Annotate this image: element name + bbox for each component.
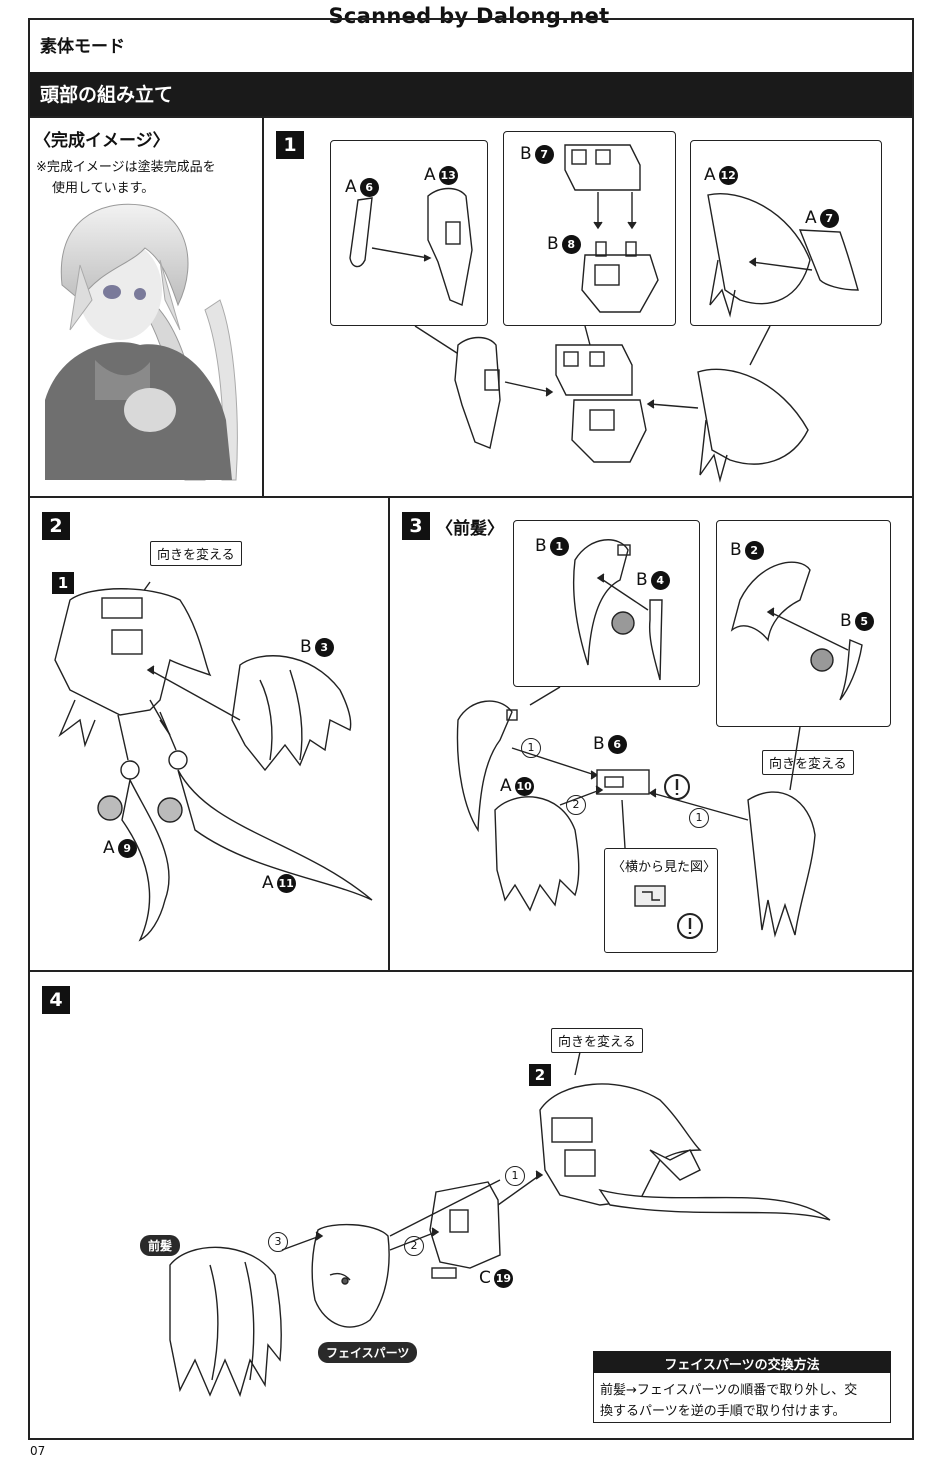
step4-turn-label: 向きを変える xyxy=(551,1028,643,1053)
step4-ref-step-badge: 2 xyxy=(529,1064,551,1086)
exchange-method-header xyxy=(593,1351,891,1373)
step3-side-view-label: 〈横から見た図〉 xyxy=(612,860,717,875)
order-2: 2 xyxy=(566,795,586,815)
completion-heading: 〈完成イメージ〉 xyxy=(34,131,170,151)
step4-order-1: 1 xyxy=(505,1166,525,1186)
step-4-badge: 4 xyxy=(42,986,70,1014)
step1-subbox-face-parts xyxy=(330,140,488,326)
step2-ref-step-badge: 1 xyxy=(52,572,74,594)
watermark: Scanned by Dalong.net xyxy=(328,4,610,28)
panel-step4 xyxy=(28,970,914,1440)
step3-subbox-bangs-right xyxy=(716,520,891,727)
step-1-badge: 1 xyxy=(276,131,304,159)
exchange-method-title: フェイスパーツの交換方法 xyxy=(664,1358,820,1373)
step3-side-view-box xyxy=(604,848,718,953)
step-3-badge: 3 xyxy=(402,512,430,540)
page-number: 07 xyxy=(30,1444,46,1458)
face-parts-label: フェイスパーツ xyxy=(318,1342,418,1363)
step4-order-2: 2 xyxy=(404,1236,424,1256)
step3-title: 〈前髪〉 xyxy=(436,519,504,539)
section-title: 頭部の組み立て xyxy=(40,84,174,106)
panel-step2 xyxy=(28,496,390,972)
step1-subbox-side-hair xyxy=(690,140,882,326)
step4-order-3: 3 xyxy=(268,1232,288,1252)
completion-note-1: ※完成イメージは塗装完成品を xyxy=(36,160,216,175)
step3-turn-label: 向きを変える xyxy=(762,750,854,775)
step-2-badge: 2 xyxy=(42,512,70,540)
section-bar xyxy=(28,72,912,118)
order-1-right: 1 xyxy=(689,808,709,828)
completion-note-2: 使用しています。 xyxy=(52,181,155,196)
mode-title: 素体モード xyxy=(40,37,125,57)
order-1-left: 1 xyxy=(521,738,541,758)
exchange-method-line-1: 前髪→フェイスパーツの順番で取り外し、交 xyxy=(600,1383,858,1398)
step3-subbox-bangs-left xyxy=(513,520,700,687)
step2-turn-label: 向きを変える xyxy=(150,541,242,566)
exchange-method-line-2: 換するパーツを逆の手順で取り付けます。 xyxy=(600,1404,846,1419)
step1-subbox-head-core xyxy=(503,131,676,326)
maegami-label: 前髪 xyxy=(140,1235,181,1256)
